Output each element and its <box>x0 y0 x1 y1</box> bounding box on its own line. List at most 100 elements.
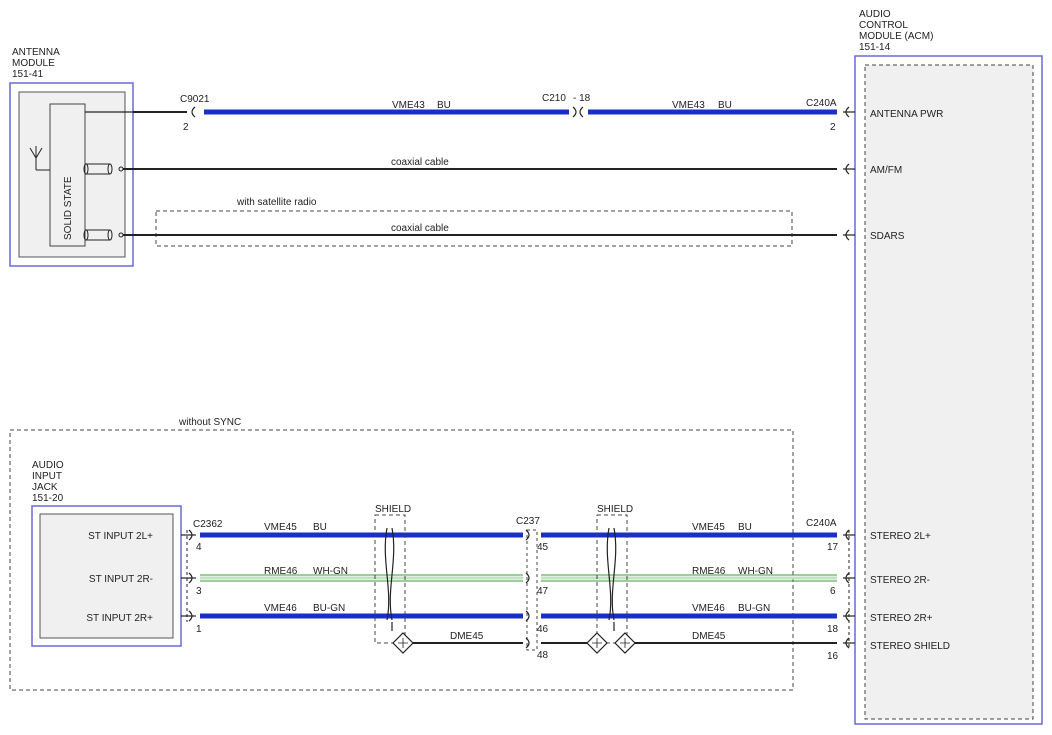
vme45-a-circuit: VME45 <box>264 522 297 533</box>
jack-title-line3: JACK <box>32 482 58 493</box>
solid-state-label: SOLID STATE <box>63 176 74 240</box>
rme46-wire-a <box>200 574 523 582</box>
dme45-b-label: DME45 <box>692 631 726 642</box>
acm-input-terminals-top <box>843 106 855 241</box>
shield-label-1: SHIELD <box>375 504 411 515</box>
coax-symbol-2 <box>83 229 124 241</box>
acm-pin-label-antenna-pwr: ANTENNA PWR <box>870 109 943 120</box>
jack-inner-box <box>39 513 174 639</box>
vme46-b-color: BU-GN <box>738 603 770 614</box>
acm-pin-label-stereo-2r-minus: STEREO 2R- <box>870 575 930 586</box>
right-wire-segment: VME45 BU RME46 WH-GN VME46 BU-GN SHIELD … <box>541 504 839 662</box>
jack-pin-label-2l-plus: ST INPUT 2L+ <box>88 531 153 542</box>
acm-pin-label-sdars: SDARS <box>870 231 905 242</box>
vme43-a-color: BU <box>437 100 451 111</box>
c2362-pin-3: 3 <box>196 586 202 597</box>
acm-title-line4: 151-14 <box>859 42 891 53</box>
c237-body <box>526 529 538 651</box>
rme46-wire-b <box>541 574 837 582</box>
rme46-b-color: WH-GN <box>738 566 773 577</box>
c237-connector: C237 45 47 46 48 <box>516 516 549 661</box>
solid-state-box <box>49 103 86 247</box>
shield-drain-mark-1 <box>398 638 408 648</box>
left-wire-segment: VME45 BU RME46 WH-GN VME46 BU-GN SHIELD … <box>200 504 523 654</box>
jack-title-line1: AUDIO <box>32 460 64 471</box>
jack-pin-label-2r-minus: ST INPUT 2R- <box>89 574 153 585</box>
c2362-connector: C2362 4 3 1 <box>181 519 223 635</box>
c9021-pin: 2 <box>183 122 189 133</box>
c9021-connector-icon <box>191 106 196 118</box>
satellite-group-box <box>155 210 793 247</box>
vme46-a-circuit: VME46 <box>264 603 297 614</box>
acm-module: AUDIO CONTROL MODULE (ACM) 151-14 ANTENN… <box>854 9 1043 725</box>
antenna-power-circuit: C9021 2 VME43 BU C210 - 18 VME43 BU C240… <box>133 93 837 133</box>
jack-title-line2: INPUT <box>32 471 62 482</box>
acm-pin-label-stereo-2r-plus: STEREO 2R+ <box>870 613 933 624</box>
c240a-label-top: C240A <box>806 98 837 109</box>
acm-inner-box <box>864 64 1034 720</box>
c2362-terminals <box>181 529 196 622</box>
acm-input-terminals-bottom <box>843 529 855 649</box>
jack-title-line4: 151-20 <box>32 493 64 504</box>
coax-am-fm-label: coaxial cable <box>391 157 449 168</box>
c210-label: C210 <box>542 93 566 104</box>
vme46-b-circuit: VME46 <box>692 603 725 614</box>
rme46-a-color: WH-GN <box>313 566 348 577</box>
coax-symbol-1 <box>83 163 124 175</box>
c237-terminals <box>525 529 530 649</box>
rme46-a-circuit: RME46 <box>264 566 298 577</box>
shield-twist-2 <box>606 527 617 621</box>
satellite-group-label: with satellite radio <box>236 197 317 208</box>
vme45-a-color: BU <box>313 522 327 533</box>
shield-label-2: SHIELD <box>597 504 633 515</box>
vme43-b-color: BU <box>718 100 732 111</box>
c237-label: C237 <box>516 516 540 527</box>
acm-pin-6: 6 <box>830 586 836 597</box>
satellite-radio-group: with satellite radio coaxial cable <box>123 197 837 247</box>
antenna-title-line1: ANTENNA <box>12 47 60 58</box>
rme46-b-circuit: RME46 <box>692 566 726 577</box>
jack-pin-label-2r-plus: ST INPUT 2R+ <box>86 613 153 624</box>
c237-pin-45: 45 <box>537 542 549 553</box>
acm-title-line1: AUDIO <box>859 9 891 20</box>
c2362-pin-4: 4 <box>196 542 202 553</box>
c2362-pin-1: 1 <box>196 624 202 635</box>
antenna-title-line3: 151-41 <box>12 69 44 80</box>
c237-pin-48: 48 <box>537 650 549 661</box>
c237-pin-47: 47 <box>537 586 549 597</box>
without-sync-group: without SYNC <box>9 417 794 691</box>
audio-input-jack: AUDIO INPUT JACK 151-20 ST INPUT 2L+ ST … <box>31 460 182 647</box>
vme43-a-circuit: VME43 <box>392 100 425 111</box>
antenna-title-line2: MODULE <box>12 58 55 69</box>
coax-am-fm-circuit: coaxial cable <box>123 157 837 170</box>
dme45-a-label: DME45 <box>450 631 484 642</box>
shield-box-1 <box>374 514 406 644</box>
vme46-a-color: BU-GN <box>313 603 345 614</box>
c240a-label-bottom: C240A <box>806 518 837 529</box>
c210-connector-icon <box>572 106 584 118</box>
coax-sdars-label: coaxial cable <box>391 223 449 234</box>
acm-pin-label-am-fm: AM/FM <box>870 165 902 176</box>
antenna-module: ANTENNA MODULE 151-41 SOLID STATE <box>9 47 165 267</box>
shield-box-2 <box>596 514 628 644</box>
c9021-label: C9021 <box>180 94 210 105</box>
shield-twist-1 <box>384 527 395 621</box>
c237-pin-46: 46 <box>537 624 549 635</box>
acm-antenna-pwr-pin: 2 <box>830 122 836 133</box>
without-sync-label: without SYNC <box>178 417 241 428</box>
acm-pin-16: 16 <box>827 651 839 662</box>
acm-pin-label-stereo-shield: STEREO SHIELD <box>870 641 950 652</box>
c210-pin: - 18 <box>573 93 591 104</box>
acm-pin-label-stereo-2l-plus: STEREO 2L+ <box>870 531 931 542</box>
acm-pin-17: 17 <box>827 542 839 553</box>
c2362-label: C2362 <box>193 519 223 530</box>
without-sync-box <box>9 429 794 691</box>
acm-title-line2: CONTROL <box>859 20 908 31</box>
vme45-b-circuit: VME45 <box>692 522 725 533</box>
acm-pin-18: 18 <box>827 624 839 635</box>
acm-title-line3: MODULE (ACM) <box>859 31 933 42</box>
shield-drain-mark-2 <box>592 638 602 648</box>
vme45-b-color: BU <box>738 522 752 533</box>
vme43-b-circuit: VME43 <box>672 100 705 111</box>
